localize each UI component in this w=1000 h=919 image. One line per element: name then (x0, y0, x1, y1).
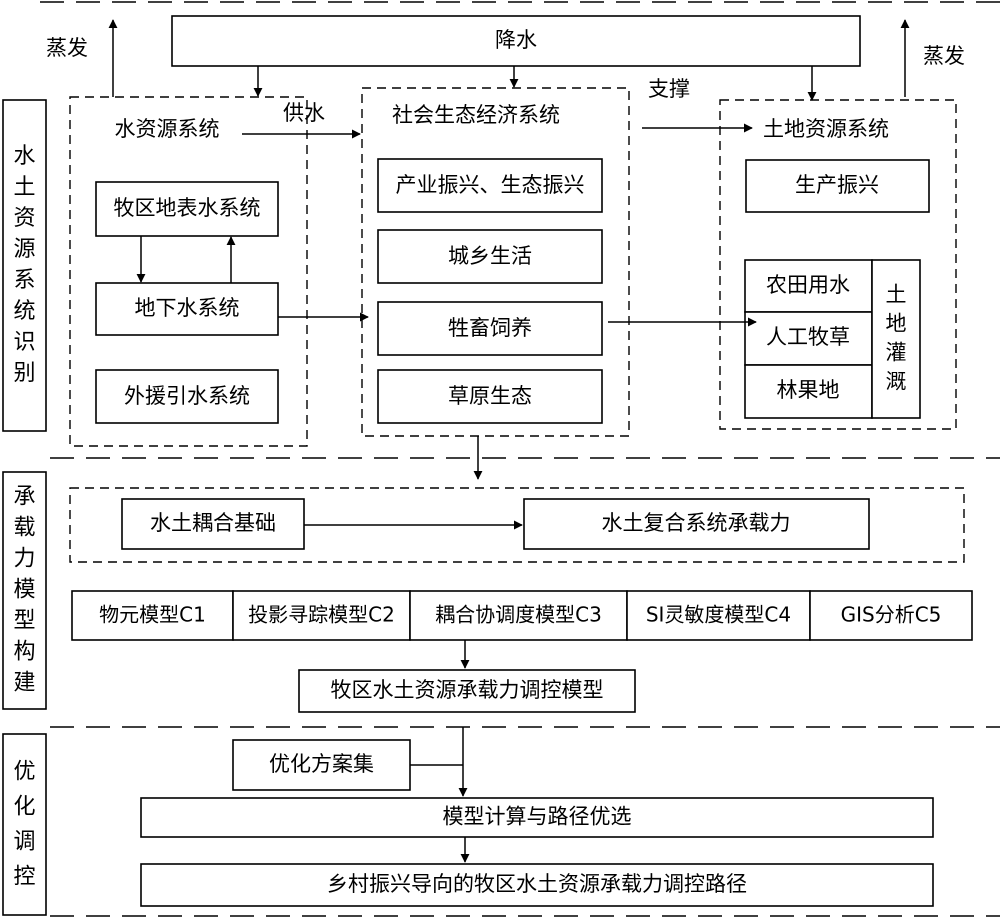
stage-modeling: 承载力模型构建 (2, 471, 47, 710)
models-row: 物元模型C1 投影寻踪模型C2 耦合协调度模型C3 SI灵敏度模型C4 GIS分… (71, 590, 973, 641)
capacity-label: 水土复合系统承载力 (602, 511, 791, 535)
coupling-base-box (121, 498, 305, 550)
coupling-base-label: 水土耦合基础 (150, 511, 276, 535)
stage-optimization-label: 优化调控 (13, 760, 35, 890)
final-path-label: 乡村振兴导向的牧区水土资源承载力调控路径 (327, 872, 747, 896)
socio-item-livestock-box (377, 301, 603, 356)
surface-water-label: 牧区地表水系统 (114, 196, 261, 220)
stage-modeling-label: 承载力模型构建 (13, 485, 35, 696)
model-c1-box (71, 590, 234, 641)
compute-box (140, 797, 934, 838)
scheme-set-label: 优化方案集 (269, 752, 374, 776)
socio-item-life-label: 城乡生活 (448, 244, 532, 268)
water-system-title: 水资源系统 (115, 117, 220, 141)
model-c1-label: 物元模型C1 (99, 603, 206, 627)
evaporation-right-label: 蒸发 (923, 44, 965, 68)
production-box (745, 159, 930, 213)
model-c4-box (626, 590, 811, 641)
farmland-label: 农田用水 (766, 273, 850, 297)
land-system-title: 土地资源系统 (763, 117, 889, 141)
model-c5-box (809, 590, 973, 641)
control-model-label: 牧区水土资源承载力调控模型 (331, 678, 604, 702)
socio-item-life-box (377, 229, 603, 284)
stage-optimization: 优化调控 (2, 733, 47, 916)
irrigation-box (871, 259, 921, 419)
compute-label: 模型计算与路径优选 (443, 805, 632, 829)
farmland-box (744, 259, 873, 313)
production-label: 生产振兴 (795, 173, 879, 197)
stage-identification-label: 水土资源系统识别 (13, 144, 35, 386)
socio-item-grassland-label: 草原生态 (448, 384, 532, 408)
precipitation-label: 降水 (495, 28, 537, 52)
precipitation-box (171, 15, 861, 67)
support-label: 支撑 (648, 77, 690, 101)
control-model-box (298, 669, 636, 713)
water-system-container (69, 96, 308, 447)
socio-item-livestock-label: 牲畜饲养 (448, 316, 532, 340)
groundwater-label: 地下水系统 (135, 296, 240, 320)
supply-label: 供水 (283, 101, 325, 125)
land-system-container (719, 99, 957, 430)
socio-item-industry-box (377, 158, 603, 213)
external-water-box (95, 369, 279, 424)
socio-system-title: 社会生态经济系统 (392, 103, 560, 127)
grass-label: 人工牧草 (766, 325, 850, 349)
model-c4-label: SI灵敏度模型C4 (646, 603, 791, 627)
surface-water-box (95, 181, 279, 237)
stage-identification: 水土资源系统识别 (2, 99, 47, 432)
evaporation-left-label: 蒸发 (46, 36, 88, 60)
model-c3-label: 耦合协调度模型C3 (435, 603, 602, 627)
scheme-set-box (232, 739, 411, 791)
external-water-label: 外援引水系统 (124, 384, 250, 408)
model-c2-label: 投影寻踪模型C2 (248, 603, 395, 627)
final-path-box (140, 863, 934, 907)
coupling-container (69, 487, 965, 563)
model-c3-box (409, 590, 628, 641)
orchard-box (744, 364, 873, 419)
socio-item-grassland-box (377, 369, 603, 424)
capacity-box (523, 498, 870, 550)
socio-system-container (361, 87, 630, 437)
orchard-label: 林果地 (777, 378, 840, 402)
irrigation-label: 土地灌溉 (886, 283, 907, 394)
groundwater-box (95, 282, 279, 336)
model-c5-label: GIS分析C5 (841, 603, 942, 627)
socio-item-industry-label: 产业振兴、生态振兴 (396, 173, 585, 197)
